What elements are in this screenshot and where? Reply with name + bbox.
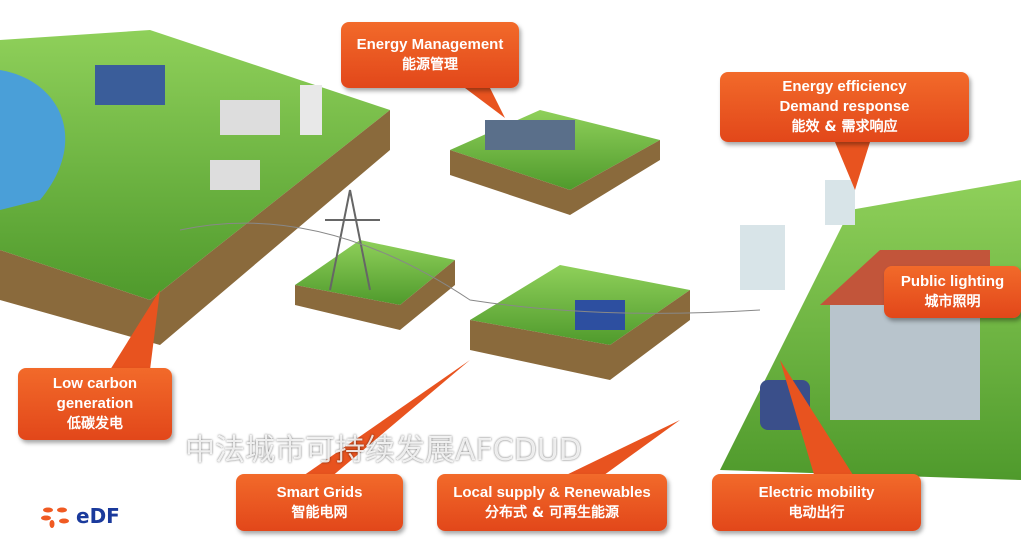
callout-subtitle: 能源管理 <box>402 57 458 73</box>
edf-logo-icon <box>41 507 69 528</box>
callout-pointer <box>300 360 470 478</box>
city-island <box>720 180 1021 480</box>
callout-title: Public lighting <box>900 273 1005 290</box>
callout-pointer <box>560 420 680 478</box>
smart-grid-island <box>295 189 455 330</box>
callout-title: Energy efficiency <box>782 78 907 95</box>
callout-title: Electric mobility <box>758 483 875 501</box>
callout-electric-mobility: Electric mobility 电动出行 <box>712 474 921 531</box>
local-supply-island <box>470 265 690 380</box>
control-center-island <box>450 110 660 215</box>
callout-title: Smart Grids <box>276 483 363 501</box>
callout-energy-management: Energy Management 能源管理 <box>341 22 519 88</box>
callout-energy-efficiency: Energy efficiency Demand response 能效 & 需… <box>720 72 969 142</box>
callout-subtitle: 低碳发电 <box>67 416 123 432</box>
callout-title: Local supply & Renewables <box>453 483 651 501</box>
callout-subtitle: 城市照明 <box>924 294 981 310</box>
callout-title: Low carbon <box>52 375 138 392</box>
callout-subtitle: 能效 & 需求响应 <box>791 119 898 135</box>
callout-title: Energy Management <box>356 36 504 53</box>
callout-title-line2: generation <box>56 395 134 412</box>
callout-smart-grids: Smart Grids 智能电网 <box>236 474 403 531</box>
callout-subtitle: 智能电网 <box>291 504 348 521</box>
callout-local-supply: Local supply & Renewables 分布式 & 可再生能源 <box>437 474 667 531</box>
callout-subtitle: 分布式 & 可再生能源 <box>485 504 619 521</box>
callout-pointer <box>835 142 870 190</box>
callout-subtitle: 电动出行 <box>788 504 845 521</box>
power-line <box>179 222 761 314</box>
callout-title-line2: Demand response <box>779 98 910 115</box>
callout-low-carbon-generation: Low carbon generation 低碳发电 <box>18 368 172 440</box>
generation-island <box>0 30 390 345</box>
callout-public-lighting: Public lighting 城市照明 <box>884 266 1021 318</box>
edf-logo: eDF <box>40 504 120 528</box>
edf-logo-text: eDF <box>76 504 120 528</box>
callout-pointer <box>110 290 160 370</box>
callout-pointer <box>780 360 855 478</box>
callout-pointer <box>465 88 505 118</box>
watermark: 中法城市可持续发展AFCDUD <box>185 433 582 468</box>
